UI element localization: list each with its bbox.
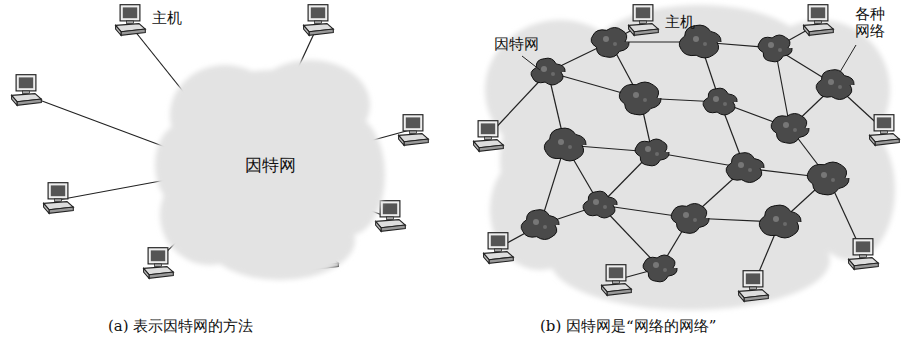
networks-label: 各种 网络 bbox=[855, 6, 887, 41]
internet-label: 因特网 bbox=[494, 36, 539, 53]
caption: (b) 因特网是“网络的网络” bbox=[540, 317, 716, 336]
caption: (a) 表示因特网的方法 bbox=[108, 317, 253, 336]
host-label: 主机 bbox=[665, 14, 695, 31]
host-label: 主机 bbox=[152, 10, 182, 27]
node-label: 因特网 bbox=[245, 154, 296, 177]
cloud-network: 因特网 bbox=[150, 45, 390, 285]
